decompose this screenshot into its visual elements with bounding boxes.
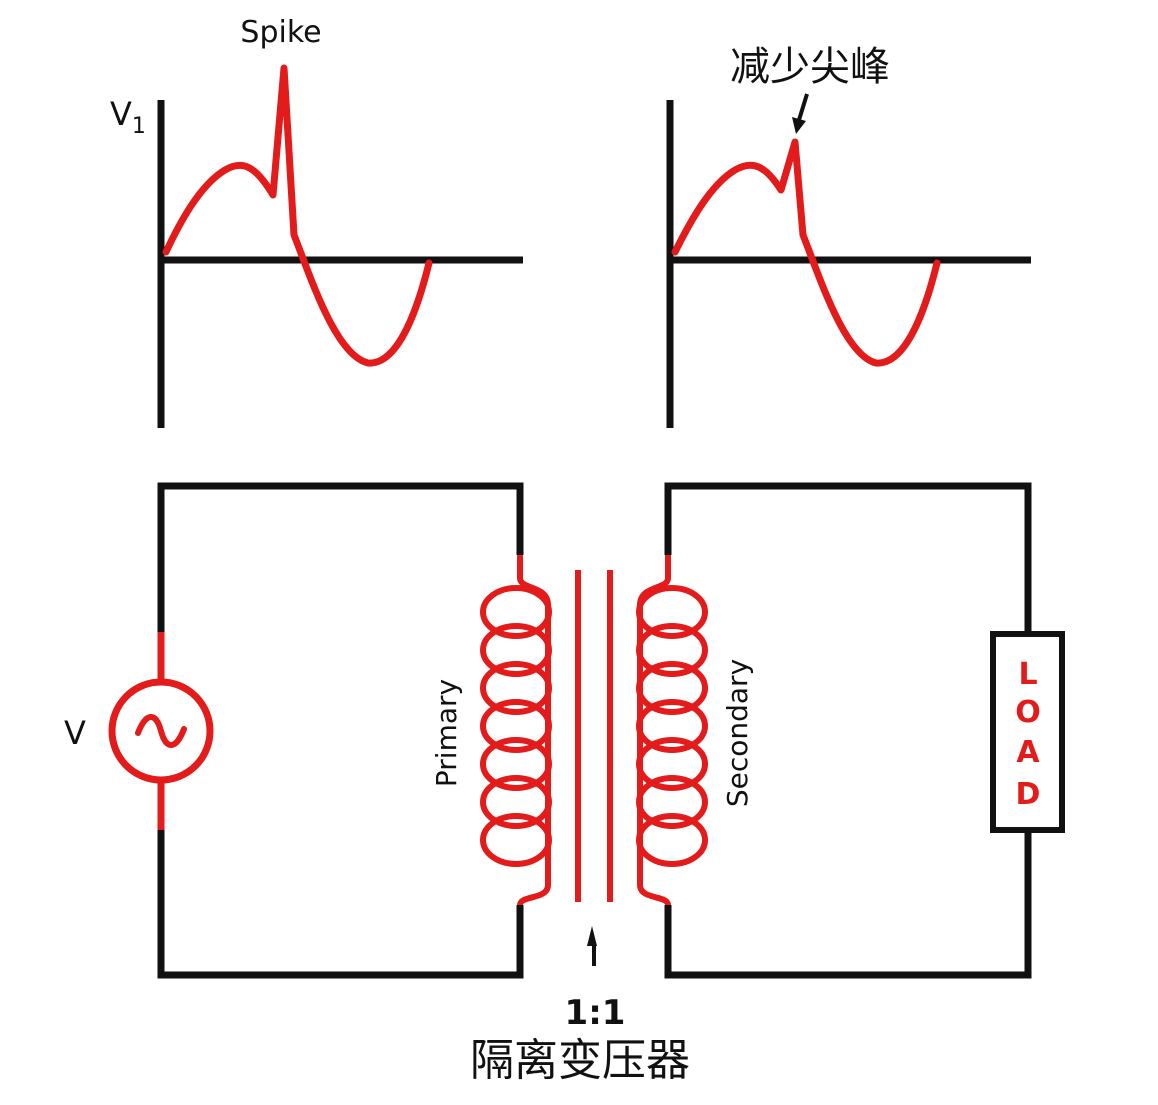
primary-circuit: V	[64, 482, 524, 979]
secondary-coil	[636, 555, 708, 907]
graph-original-waveform: V1 Spike	[110, 15, 523, 428]
load-letter: O	[1015, 695, 1041, 730]
secondary-circuit: L O A D	[664, 482, 1065, 979]
sine-wave-icon	[135, 714, 187, 748]
arrow-up-icon	[587, 926, 597, 966]
arrow-down-icon	[792, 93, 809, 134]
primary-wire	[157, 482, 524, 979]
load-box	[990, 631, 1065, 833]
transformer: Primary Secondary 1:1 隔离变压器	[430, 555, 754, 1086]
load-letter: A	[1016, 735, 1040, 770]
load-letter: L	[1018, 657, 1037, 692]
ac-source	[108, 678, 214, 784]
reduced-spike-waveform	[671, 138, 941, 367]
ratio-label: 1:1	[565, 993, 626, 1033]
secondary-wire	[664, 482, 1032, 979]
primary-label: Primary	[430, 679, 463, 787]
source-label: V	[64, 714, 86, 752]
primary-coil	[480, 555, 552, 907]
load-letter: D	[1016, 777, 1041, 812]
transformer-caption: 隔离变压器	[470, 1035, 690, 1086]
spike-waveform	[162, 64, 433, 367]
graph-reduced-waveform: 减少尖峰	[666, 44, 1031, 428]
spike-annotation: Spike	[240, 15, 321, 50]
y-axis-label: V1	[110, 95, 146, 139]
reduced-spike-annotation: 减少尖峰	[730, 44, 890, 90]
secondary-label: Secondary	[721, 659, 754, 807]
